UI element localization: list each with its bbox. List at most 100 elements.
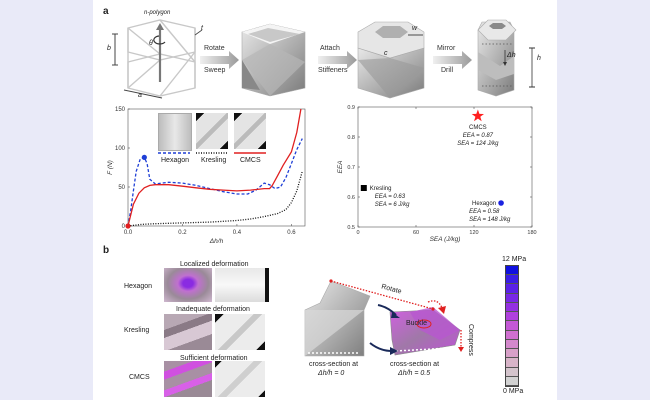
colorbar-segment	[506, 266, 518, 276]
dim-theta-label: θ	[149, 40, 153, 47]
cmcs-deformed-image	[215, 361, 265, 397]
x-tick-label: 180	[527, 230, 536, 236]
y-tick-label: 0.8	[347, 135, 355, 141]
step-arrow-icon	[200, 51, 239, 69]
point-sea-kresling: SEA = 6 J/kg	[375, 202, 410, 208]
x-tick-label: 0.0	[124, 230, 133, 236]
colorbar-segment	[506, 302, 518, 313]
row-label-kresling: Kresling	[124, 327, 150, 334]
colorbar-segment	[506, 339, 518, 350]
hexagon-inset-image	[158, 113, 192, 151]
colorbar-segment	[506, 358, 518, 368]
cs1-line2: Δh/h = 0.5	[398, 370, 431, 377]
rotation-arrow-icon	[153, 35, 166, 45]
y-tick-label: 0	[122, 224, 126, 230]
stiffened-shell-illustration	[357, 21, 425, 99]
y-tick-label: 50	[118, 185, 125, 191]
dim-dh-label: Δh	[507, 52, 516, 59]
series-line-cmcs	[127, 108, 302, 227]
caption-localized: Localized deformation	[180, 261, 249, 268]
step-2-line2: Stiffeners	[318, 67, 348, 74]
hexagon-stress-image	[164, 268, 212, 302]
kresling-deformed-image	[215, 314, 265, 350]
colorbar-segment	[506, 275, 518, 285]
polygon-label: n-polygon	[144, 10, 171, 16]
panel-b-label: b	[103, 245, 110, 256]
dim-c-label: c	[384, 50, 388, 57]
y-tick-label: 0.9	[347, 105, 355, 111]
hexagon-deformed-image	[215, 268, 269, 302]
series-marker-hexagon	[141, 154, 147, 160]
point-label-hexagon: Hexagon	[472, 201, 496, 207]
series-line-kresling	[127, 171, 303, 227]
final-cmcs-illustration	[477, 19, 517, 97]
point-sea-cmcs: SEA = 124 J/kg	[457, 141, 499, 147]
step-1-line2: Sweep	[204, 67, 226, 74]
plot-frame	[127, 108, 306, 227]
plot-frame	[357, 106, 533, 228]
legend-kresling: Kresling	[201, 157, 227, 164]
cs0-line2: Δh/h = 0	[318, 370, 345, 377]
scatter-point-cmcs	[471, 109, 484, 122]
y-tick-label: 100	[115, 146, 126, 152]
step-3-line2: Drill	[441, 67, 454, 74]
point-eea-cmcs: EEA = 0.87	[463, 133, 494, 139]
y-tick-label: 150	[115, 107, 126, 113]
point-eea-kresling: EEA = 0.63	[375, 194, 406, 200]
caption-sufficient: Sufficient deformation	[180, 355, 248, 362]
cmcs-inset-image	[234, 113, 266, 149]
colorbar-segment	[506, 330, 518, 340]
step-3-line1: Mirror	[437, 45, 456, 52]
y-axis-label: EEA	[337, 160, 344, 173]
colorbar-segment	[506, 376, 518, 387]
stress-colorbar	[505, 265, 519, 387]
series-line-hexagon	[127, 138, 303, 227]
buckle-label: Buckle	[406, 320, 428, 327]
dim-a-label: a	[138, 92, 142, 99]
step-arrow-icon	[433, 51, 472, 69]
caption-inadequate: Inadequate deformation	[176, 306, 250, 313]
dim-b-label: b	[107, 45, 111, 52]
x-tick-label: 0.2	[178, 230, 187, 236]
y-tick-label: 0.6	[347, 195, 355, 201]
process-illustration	[112, 19, 535, 99]
point-label-cmcs: CMCS	[469, 125, 487, 131]
step-arrow-icon	[318, 51, 357, 69]
swept-shell-illustration	[241, 23, 306, 97]
dim-t-label: t	[201, 25, 203, 32]
y-axis-label: F (N)	[107, 160, 114, 175]
dim-w-label: w	[412, 25, 418, 32]
step-1-line1: Rotate	[204, 45, 225, 52]
x-tick-label: 120	[469, 230, 478, 236]
x-tick-label: 0.6	[287, 230, 296, 236]
x-axis-label: SEA (J/kg)	[430, 236, 461, 243]
scatter-point-hexagon	[498, 200, 504, 206]
colorbar-segment	[506, 367, 518, 377]
cs1-line1: cross-section at	[390, 361, 440, 368]
row-label-hexagon: Hexagon	[124, 283, 153, 290]
point-sea-hexagon: SEA = 148 J/kg	[469, 217, 511, 223]
cs0-line1: cross-section at	[309, 361, 359, 368]
wireframe-polygon-icon	[127, 19, 196, 97]
series-marker-cmcs	[125, 223, 131, 229]
x-tick-label: 0.4	[233, 230, 242, 236]
kresling-inset-image	[196, 113, 228, 149]
colorbar-min-label: 0 MPa	[503, 388, 524, 395]
x-axis-label: Δh/h	[209, 238, 224, 245]
colorbar-max-label: 12 MPa	[502, 256, 527, 263]
dim-h-label: h	[537, 55, 541, 62]
colorbar-segment	[506, 284, 518, 294]
legend-cmcs: CMCS	[240, 157, 261, 164]
y-tick-label: 0.5	[347, 225, 355, 231]
colorbar-segment	[506, 312, 518, 322]
cmcs-stress-image	[164, 361, 212, 397]
x-tick-label: 60	[413, 230, 419, 236]
panel-a-label: a	[103, 6, 109, 17]
point-eea-hexagon: EEA = 0.58	[469, 209, 500, 215]
legend-hexagon: Hexagon	[161, 157, 190, 164]
colorbar-segment	[506, 349, 518, 359]
step-2-line1: Attach	[320, 45, 340, 52]
